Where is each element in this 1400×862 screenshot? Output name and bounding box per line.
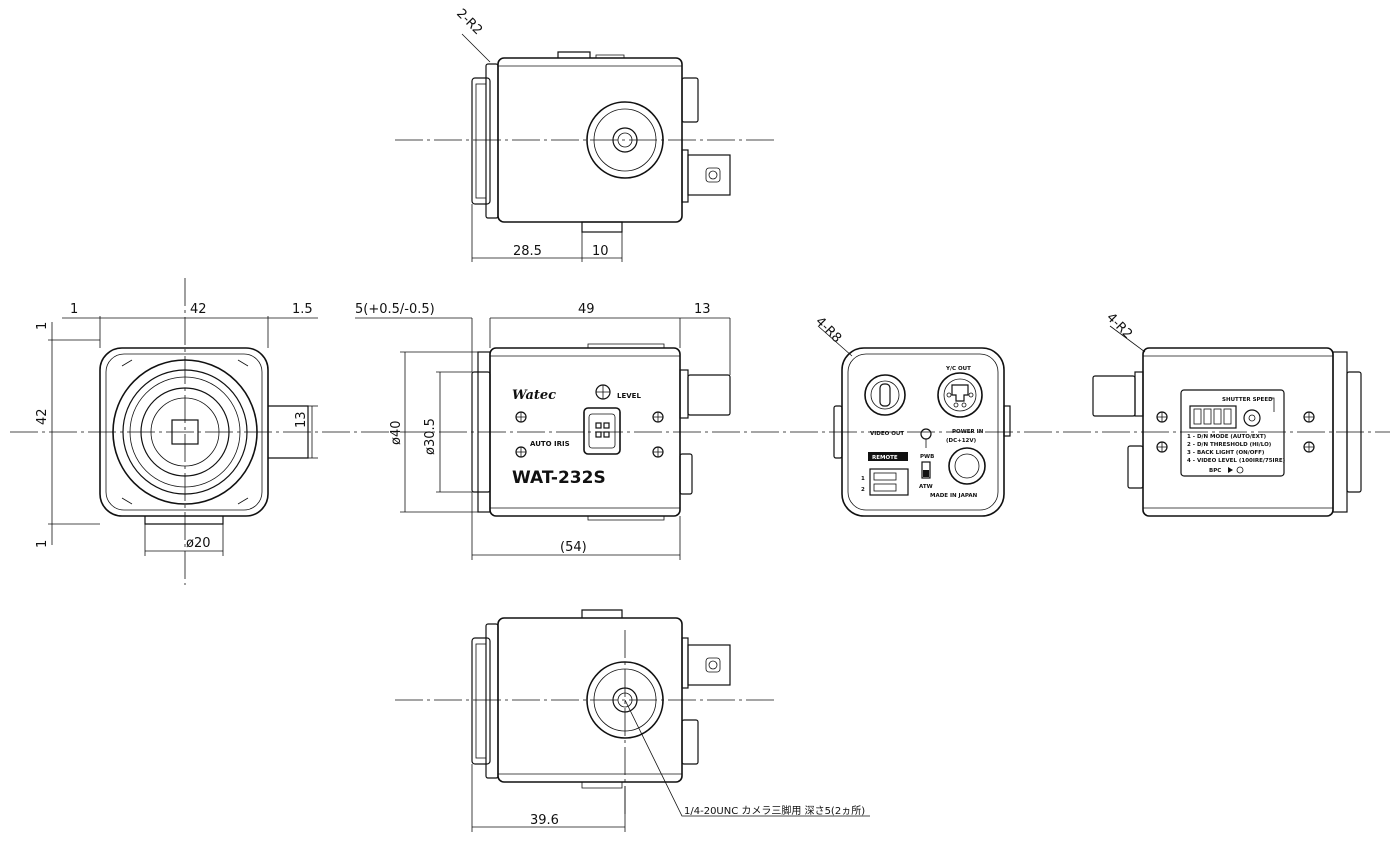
level-label: LEVEL: [617, 392, 641, 400]
top-corner-radius: 2-R2: [453, 6, 485, 38]
right-corner-radius: 4-R2: [1103, 310, 1135, 342]
top-dim-body: 28.5: [513, 244, 542, 259]
video-out-label: VIDEO OUT: [870, 431, 904, 437]
power-spec-label: (DC+12V): [946, 438, 977, 444]
pwb-label: PWB: [920, 454, 934, 460]
switch-row-4: 4 - VIDEO LEVEL (100IRE/75IRE): [1187, 458, 1286, 464]
side-dim-dia40: ø40: [389, 421, 404, 446]
top-dim-mount: 10: [592, 244, 609, 259]
side-view: LEVEL Watec AUTO IRIS WAT-232S 5(+0.5/-0…: [355, 302, 731, 560]
front-dim-right-gap: 1.5: [292, 302, 313, 317]
front-dim-lens-dia: ø20: [186, 536, 211, 551]
model-label: WAT-232S: [512, 468, 606, 488]
side-dim-total: (54): [560, 540, 587, 555]
tripod-note: 1/4-20UNC カメラ三脚用 深さ5(2ヵ所): [684, 804, 865, 817]
brand-logo: Watec: [512, 388, 556, 403]
remote-pin-1: 1: [861, 476, 865, 482]
power-in-label: POWER IN: [952, 429, 984, 435]
front-dim-left-gap: 1: [70, 302, 78, 317]
screw-icon: [1156, 411, 1315, 453]
right-side-view: SHUTTER SPEED 1 - D/N MODE (AUTO/EXT) 2 …: [1092, 310, 1362, 517]
auto-iris-label: AUTO IRIS: [530, 440, 570, 448]
front-dim-bottom-gap: 1: [35, 540, 50, 548]
screw-icon: [515, 411, 664, 458]
front-dim-connector: 13: [294, 411, 309, 428]
side-dim-bnc: 13: [694, 302, 711, 317]
switch-row-2: 2 - D/N THRESHOLD (HI/LO): [1187, 442, 1272, 448]
remote-label: REMOTE: [872, 455, 898, 461]
switch-row-3: 3 - BACK LIGHT (ON/OFF): [1187, 450, 1265, 456]
switch-row-1: 1 - D/N MODE (AUTO/EXT): [1187, 434, 1267, 440]
rear-corner-radius: 4-R8: [812, 314, 844, 346]
bottom-dim-body: 39.6: [530, 813, 559, 828]
front-dim-top-gap: 1: [35, 322, 50, 330]
side-dim-dia30: ø30.5: [423, 418, 438, 455]
top-view: 28.5 10 2-R2: [395, 6, 775, 262]
yc-out-label: Y/C OUT: [945, 366, 971, 372]
front-view: 1 42 1.5 1 42 1 13 ø20: [10, 278, 1390, 585]
front-dim-width: 42: [190, 302, 207, 317]
remote-pin-2: 2: [861, 487, 865, 493]
front-dim-height: 42: [35, 408, 50, 425]
rear-view: Y/C OUT VIDEO OUT POWER IN (DC+12V) REMO…: [812, 314, 1011, 517]
shutter-speed-label: SHUTTER SPEED: [1222, 397, 1273, 403]
side-dim-offset: 5(+0.5/-0.5): [355, 302, 435, 317]
side-dim-length: 49: [578, 302, 595, 317]
bottom-view: 39.6 1/4-20UNC カメラ三脚用 深さ5(2ヵ所): [395, 609, 870, 832]
bpc-label: BPC: [1209, 468, 1221, 474]
made-in-label: MADE IN JAPAN: [930, 493, 978, 499]
atw-label: ATW: [919, 484, 933, 490]
